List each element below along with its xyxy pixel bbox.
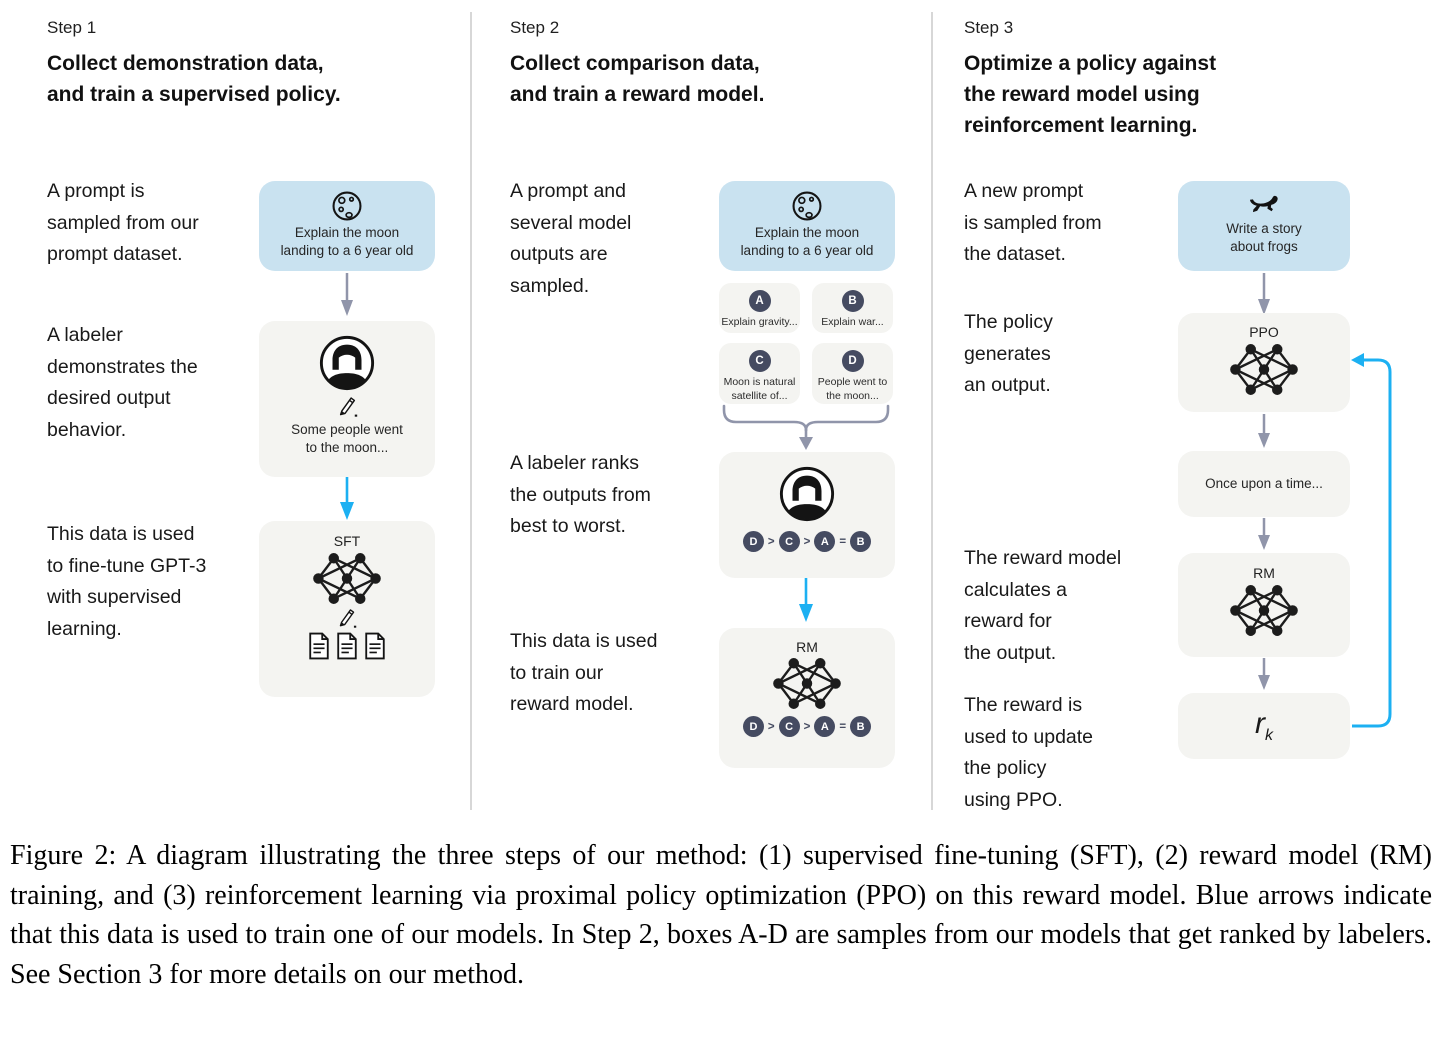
sample-text-c: Moon is natural satellite of...: [723, 376, 796, 402]
sample-box-d: D People went to the moon...: [812, 343, 893, 404]
step3-reward-box: rk: [1178, 693, 1350, 759]
arrow-rm-to-reward: [1258, 658, 1270, 690]
sample-text-a: Explain gravity...: [721, 316, 798, 328]
step1-prompt-box: Explain the moon landing to a 6 year old: [259, 181, 435, 271]
arrow-output-to-rm: [1258, 518, 1270, 550]
rank-sep: >: [767, 535, 775, 548]
rank-sep: =: [839, 720, 847, 733]
arrow-ppo-to-output: [1258, 414, 1270, 448]
step2-prompt-text: Explain the moon landing to a 6 year old: [740, 225, 874, 258]
step2-label: Step 2: [510, 18, 560, 37]
pencil-icon: [337, 395, 358, 418]
rm-label: RM: [1253, 565, 1275, 581]
step1-prompt-text: Explain the moon landing to a 6 year old: [280, 225, 414, 258]
sample-box-b: B Explain war...: [812, 283, 893, 333]
step3-rm-box: RM: [1178, 553, 1350, 657]
labeler-avatar-icon: [318, 334, 376, 392]
step1-desc-finetune: This data is used to fine-tune GPT-3 wit…: [47, 523, 207, 640]
rank-badge-a: A: [814, 531, 836, 552]
pencil-icon: [337, 607, 357, 629]
step3-title: Optimize a policy against the reward mod…: [964, 52, 1217, 137]
rank-badge-d: D: [742, 716, 764, 737]
ranking-row: D > C > A = B: [742, 716, 872, 737]
moon-icon: [331, 190, 363, 222]
rank-sep: =: [839, 535, 847, 548]
labeler-avatar-icon: [778, 465, 836, 523]
sample-box-c: C Moon is natural satellite of...: [719, 343, 800, 404]
neural-network-icon: [312, 552, 382, 605]
step1-demo-text: Some people went to the moon...: [291, 422, 403, 455]
step2-prompt-box: Explain the moon landing to a 6 year old: [719, 181, 895, 271]
rm-label: RM: [796, 639, 818, 655]
step1-labeler-box: Some people went to the moon...: [259, 321, 435, 477]
ppo-label: PPO: [1249, 324, 1279, 340]
step1-sft-box: SFT: [259, 521, 435, 697]
step2-desc-train: This data is used to train our reward mo…: [510, 630, 658, 715]
reward-value: rk: [1255, 707, 1273, 744]
sample-box-a: A Explain gravity...: [719, 283, 800, 333]
step3-desc-new-prompt: A new prompt is sampled from the dataset…: [964, 180, 1102, 265]
merge-bracket-arrow: [722, 404, 890, 450]
rlhf-three-step-diagram: Step 1 Collect demonstration data, and t…: [47, 12, 1392, 811]
column-divider-1: [470, 12, 472, 810]
step3-prompt-box: Write a story about frogs: [1178, 181, 1350, 271]
figure-caption: Figure 2: A diagram illustrating the thr…: [10, 840, 1432, 990]
sample-badge-b: B: [841, 290, 864, 312]
step3-desc-policy-output: The policy generates an output.: [964, 311, 1053, 396]
rank-sep: >: [767, 720, 775, 733]
neural-network-icon: [772, 657, 842, 710]
ranking-row: D > C > A = B: [742, 531, 872, 552]
sample-badge-c: C: [748, 350, 771, 372]
step1-desc-labeler: A labeler demonstrates the desired outpu…: [47, 324, 198, 441]
rank-badge-b: B: [850, 716, 872, 737]
rank-badge-d: D: [742, 531, 764, 552]
step3-output-text: Once upon a time...: [1205, 476, 1323, 491]
step3-desc-reward-calc: The reward model calculates a reward for…: [964, 547, 1122, 664]
step1-label: Step 1: [47, 18, 97, 37]
sample-badge-d: D: [841, 350, 864, 372]
neural-network-icon: [1229, 343, 1299, 396]
step3-ppo-box: PPO: [1178, 313, 1350, 412]
step3-prompt-text: Write a story about frogs: [1226, 221, 1302, 254]
rank-badge-b: B: [850, 531, 872, 552]
step3-desc-reward-update: The reward is used to update the policy …: [964, 694, 1094, 811]
sample-badge-a: A: [748, 290, 771, 312]
arrow-step2-data-to-rm: [799, 578, 813, 622]
reward-feedback-arrow: [1351, 353, 1392, 728]
moon-icon: [791, 190, 823, 222]
rank-badge-c: C: [778, 716, 800, 737]
step3-output-box: Once upon a time...: [1178, 451, 1350, 517]
rank-badge-c: C: [778, 531, 800, 552]
sample-text-b: Explain war...: [821, 316, 884, 328]
step1-title: Collect demonstration data, and train a …: [47, 52, 341, 106]
documents-icon: [307, 632, 387, 660]
arrow-step3-prompt-to-ppo: [1258, 273, 1270, 315]
arrow-step1-data-to-sft: [340, 477, 354, 520]
rank-badge-a: A: [814, 716, 836, 737]
step2-desc-ranks: A labeler ranks the outputs from best to…: [510, 452, 651, 537]
rank-sep: >: [803, 535, 811, 548]
sft-label: SFT: [333, 533, 361, 549]
step2-desc-sampled: A prompt and several model outputs are s…: [510, 180, 632, 297]
step2-ranking-box: D > C > A = B: [719, 452, 895, 578]
step1-desc-prompt: A prompt is sampled from our prompt data…: [47, 180, 199, 265]
sample-text-d: People went to the moon...: [817, 376, 888, 402]
step2-title: Collect comparison data, and train a rew…: [510, 52, 765, 106]
rank-sep: >: [803, 720, 811, 733]
frog-icon: [1247, 192, 1281, 216]
neural-network-icon: [1229, 584, 1299, 637]
step3-label: Step 3: [964, 18, 1014, 37]
column-divider-2: [931, 12, 933, 810]
arrow-step1-prompt-to-labeler: [341, 273, 353, 316]
step2-rm-box: RM D > C > A = B: [719, 628, 895, 768]
